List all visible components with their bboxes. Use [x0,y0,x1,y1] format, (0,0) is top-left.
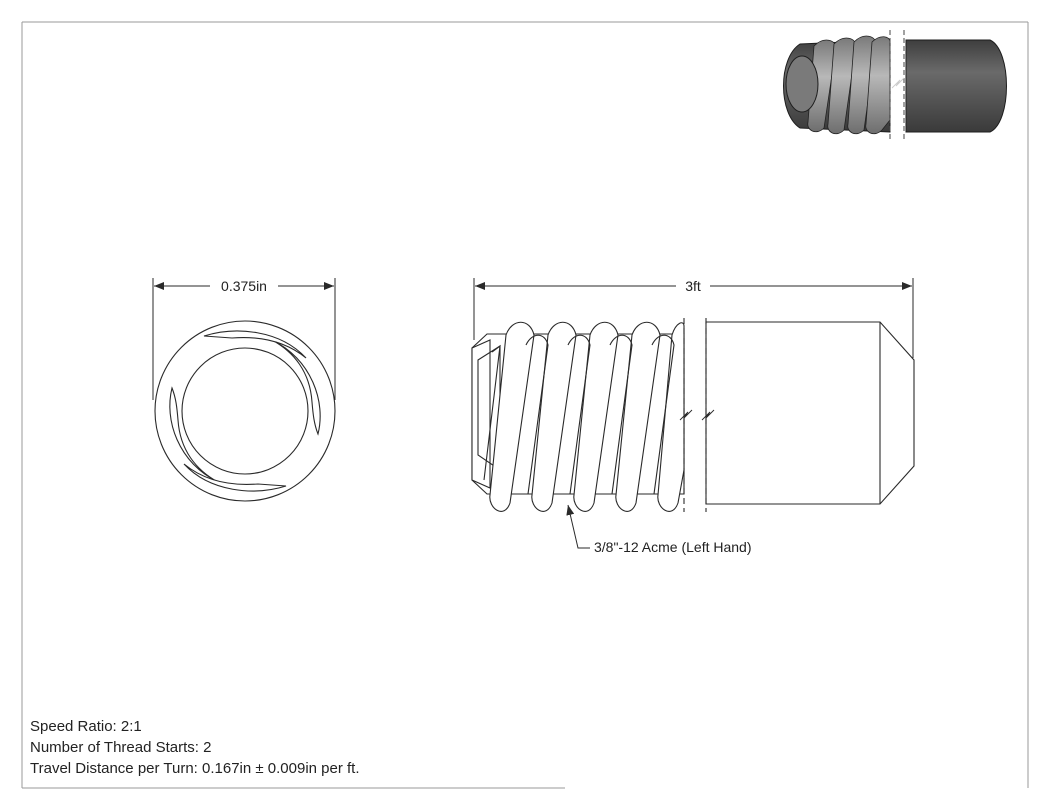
thread-roots [483,334,675,495]
length-dimension [473,278,914,358]
break-lines [683,318,707,512]
diameter-dimension [152,278,336,400]
travel-distance-note: Travel Distance per Turn: 0.167in ± 0.00… [30,760,360,777]
length-label: 3ft [685,278,701,294]
preview-threads [807,35,891,135]
thread-starts-note: Number of Thread Starts: 2 [30,739,212,756]
shaded-preview [783,30,1007,142]
speed-ratio-note: Speed Ratio: 2:1 [30,718,142,735]
end-view [154,320,336,502]
diameter-label: 0.375in [221,278,267,294]
break-symbol [679,409,715,421]
side-view [471,318,915,512]
thread-callout: 3/8"-12 Acme (Left Hand) [594,539,752,555]
sheet-border [21,21,1029,789]
drawing-notes: Speed Ratio: 2:1 Number of Thread Starts… [30,716,360,779]
thread-callout-leader [566,504,590,549]
thread-crests [489,321,685,512]
